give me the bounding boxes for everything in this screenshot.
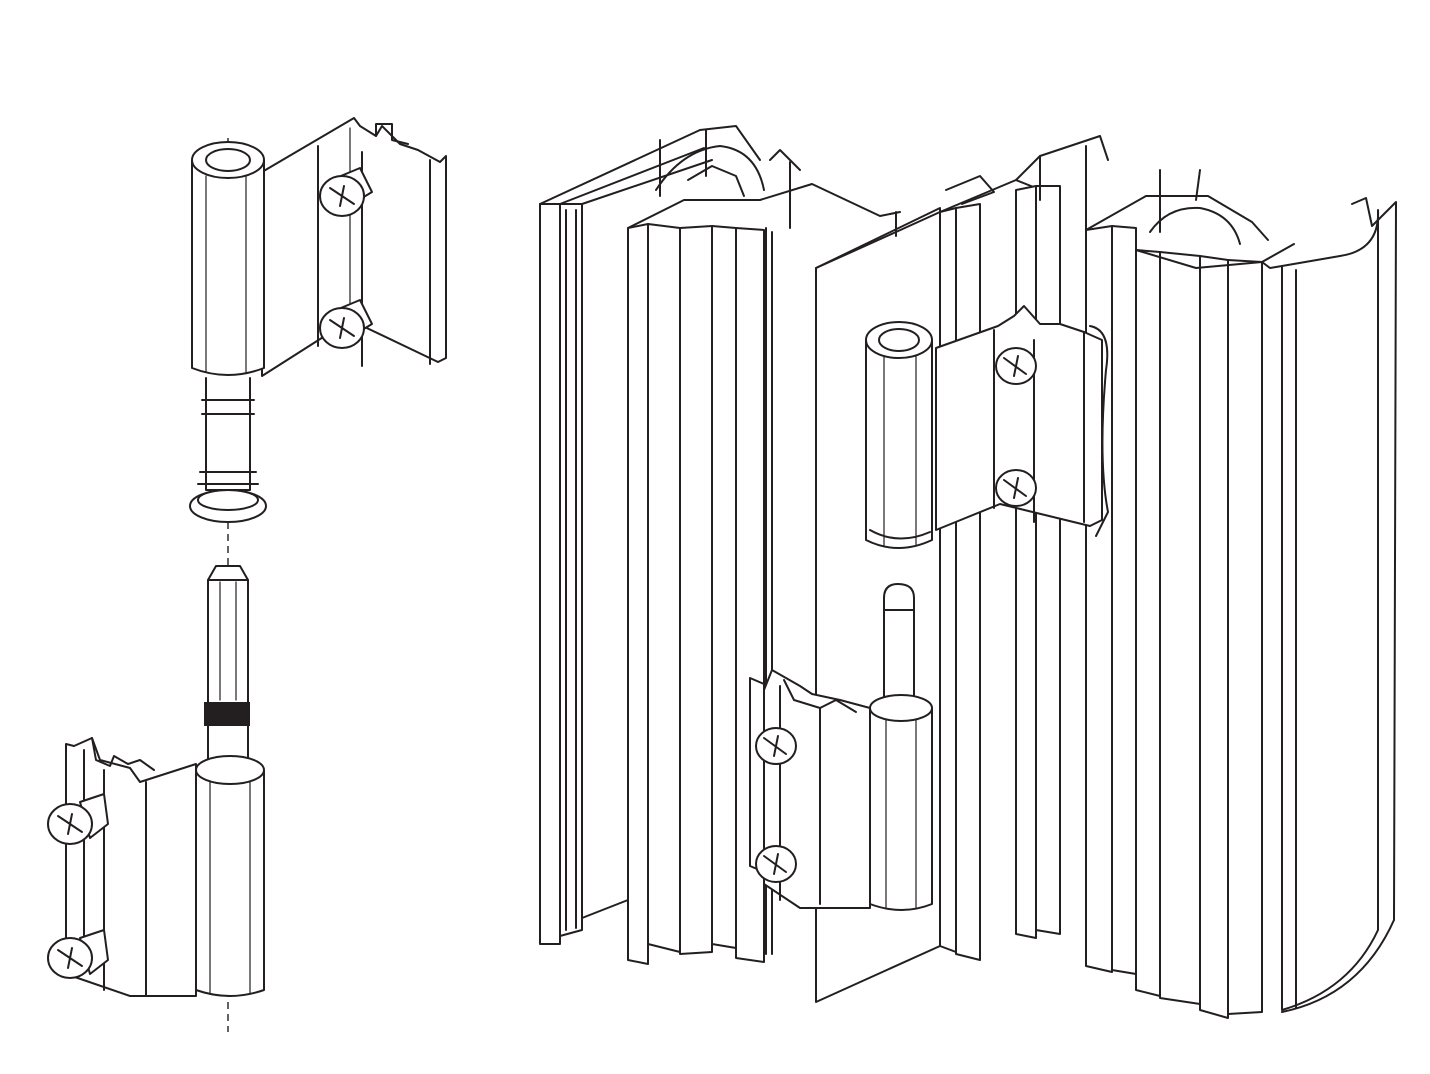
mounted-upper-hinge	[865, 305, 1109, 549]
screw-icon	[995, 347, 1037, 385]
upper-hinge-leaf	[191, 117, 447, 377]
screw-icon	[47, 793, 109, 845]
screw-icon	[47, 929, 109, 979]
mounted-hinge-view	[539, 125, 1397, 1019]
sash-profile	[815, 135, 1397, 1019]
screw-icon	[755, 845, 797, 883]
exploded-hinge-view	[47, 117, 447, 1032]
hinge-pin	[204, 565, 250, 761]
mounted-lower-hinge	[749, 583, 933, 911]
pin-bushing	[189, 377, 267, 523]
screw-icon	[755, 727, 797, 765]
screw-icon	[319, 299, 373, 349]
screw-icon	[995, 469, 1037, 507]
screw-icon	[319, 167, 373, 217]
